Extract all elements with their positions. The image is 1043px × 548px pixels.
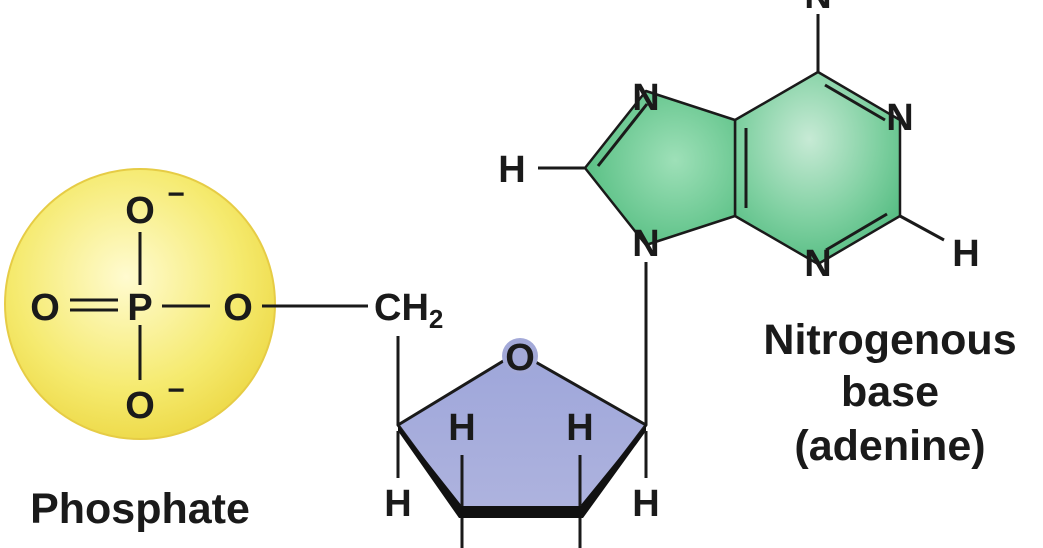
oxygen-left: O: [30, 287, 60, 329]
base-double-n3c2: [825, 212, 888, 252]
ring-oxygen-bg: [502, 338, 538, 374]
base-double-c8n7: [596, 103, 649, 167]
adenine-base: N H H N N N N: [498, 0, 979, 285]
ch2-group: CH2: [374, 287, 443, 334]
oxygen-bottom: O: [125, 385, 155, 427]
amino-nitrogen: N: [804, 0, 831, 17]
ch2-label: CH2: [374, 287, 443, 334]
hydrogen-c2-base: H: [952, 233, 979, 275]
ch-text: CH: [374, 287, 429, 329]
deoxyribose-sugar: O H H H H: [384, 337, 660, 548]
hydrogen-c1: H: [632, 483, 659, 525]
hydrogen-c8: H: [498, 149, 525, 191]
oxygen-top: O: [125, 190, 155, 232]
minus-bottom: −: [167, 374, 185, 407]
oxygen-right: O: [223, 287, 253, 329]
nitrogen-n3: N: [804, 243, 831, 285]
ring-oxygen: O: [505, 337, 535, 379]
base-five-ring: [583, 89, 737, 247]
base-label-line3: (adenine): [794, 422, 985, 470]
nitrogen-n9: N: [632, 223, 659, 265]
ch2-subscript: 2: [429, 304, 443, 334]
phosphate-circle: [4, 168, 276, 440]
phosphorus: P: [127, 287, 152, 329]
bond-c2-h: [899, 214, 945, 242]
nitrogen-n7: N: [632, 77, 659, 119]
base-label-line2: base: [841, 368, 939, 416]
minus-top: −: [167, 178, 185, 211]
base-six-ring: [733, 70, 902, 266]
phosphate-group: O − O P O O −: [4, 168, 276, 440]
hydrogen-c2-top: H: [566, 407, 593, 449]
nitrogen-n1: N: [886, 97, 913, 139]
phosphate-label: Phosphate: [30, 485, 250, 533]
hydrogen-c4: H: [384, 483, 411, 525]
base-label: Nitrogenous base (adenine): [763, 316, 1016, 470]
base-double-c6n1: [824, 83, 886, 122]
hydrogen-c3-top: H: [448, 407, 475, 449]
base-label-line1: Nitrogenous: [763, 316, 1016, 364]
